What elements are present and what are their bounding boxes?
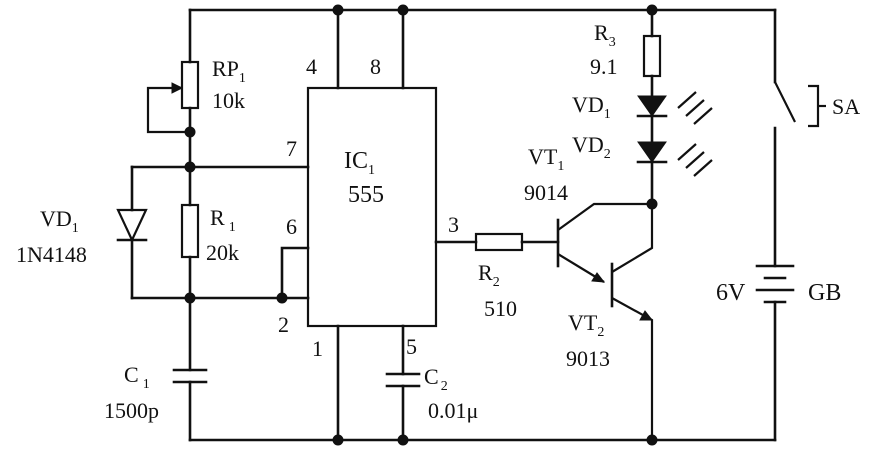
rp1-wiper — [146, 86, 190, 134]
rp1-value: 10k — [212, 88, 245, 113]
r3-body — [642, 34, 662, 78]
r2-body — [474, 232, 524, 252]
vt1-collector — [557, 202, 652, 231]
ic1-value: 555 — [348, 182, 384, 208]
battery-voltage: 6V — [716, 280, 746, 306]
c1-value: 1500p — [104, 398, 159, 423]
c2-value: 0.01μ — [428, 398, 478, 423]
pin7-label: 7 — [286, 136, 297, 161]
battery-label: GB — [808, 280, 841, 306]
wire-pin6 — [280, 246, 310, 300]
vt1-label: VT1 — [528, 144, 564, 174]
pin2-label: 2 — [278, 312, 289, 337]
vt1-emitter-arrow — [591, 272, 606, 283]
vt2-collector — [611, 204, 654, 273]
switch-lever — [774, 81, 796, 123]
ic1-body — [306, 86, 438, 328]
pin6-label: 6 — [286, 214, 297, 239]
vd2-led-label: VD2 — [572, 132, 611, 162]
pin8-label: 8 — [370, 54, 381, 79]
vt1-value: 9014 — [524, 180, 568, 205]
r3-value: 9.1 — [590, 54, 618, 79]
vd1-left-label: VD1 — [40, 206, 79, 236]
r1-body — [180, 203, 200, 259]
rp1-wiper-arrow — [171, 82, 184, 94]
vd1-left-value: 1N4148 — [16, 242, 87, 267]
rp1-body — [180, 60, 200, 110]
vt2-emitter-arrow — [639, 310, 654, 321]
pin4-label: 4 — [306, 54, 317, 79]
switch-bracket — [808, 84, 820, 128]
pin1-label: 1 — [312, 336, 323, 361]
pin3-label: 3 — [448, 212, 459, 237]
junction-dots — [184, 4, 658, 446]
led2-light-arrows-icon — [677, 143, 713, 177]
vd1-led-label: VD1 — [572, 92, 611, 122]
vt2-value: 9013 — [566, 346, 610, 371]
switch-label: SA — [832, 94, 860, 119]
r2-label: R2 — [478, 260, 500, 290]
pin5-label: 5 — [406, 334, 417, 359]
vd2-led-body — [637, 141, 667, 163]
r2-value: 510 — [484, 296, 517, 321]
vt2-label: VT2 — [568, 310, 604, 340]
r1-value: 20k — [206, 240, 239, 265]
vd1-diode-body — [116, 208, 148, 243]
r3-label: R3 — [594, 20, 616, 50]
rp1-label: RP1 — [212, 56, 246, 86]
led1-light-arrows-icon — [677, 91, 713, 125]
vd1-led-body — [637, 95, 667, 117]
ic1-label: IC1 — [344, 148, 375, 178]
